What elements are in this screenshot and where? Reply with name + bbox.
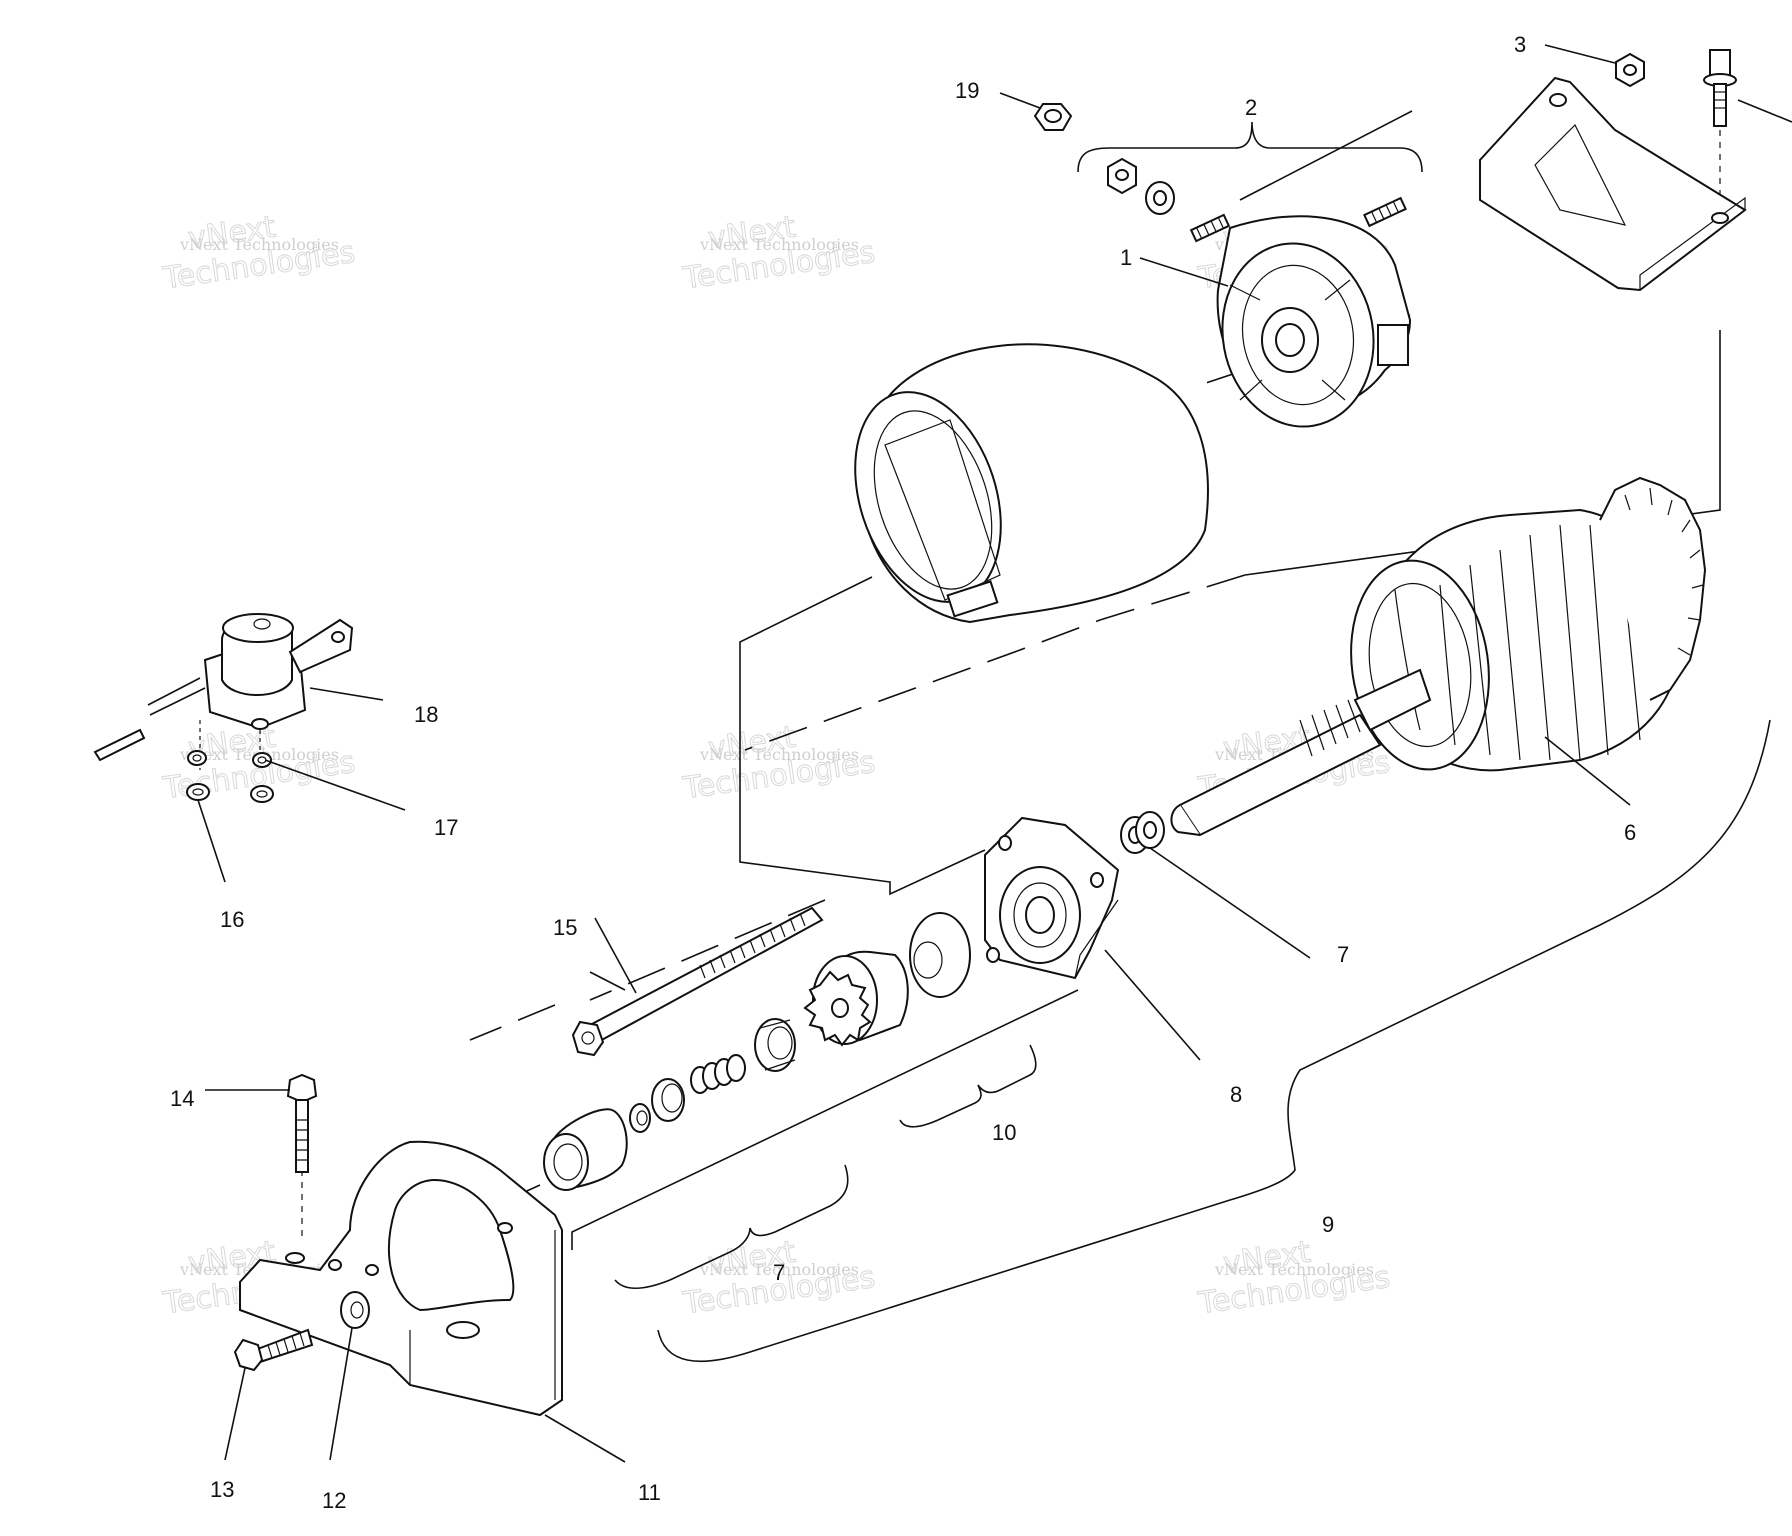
washers-7-upper bbox=[1120, 811, 1165, 854]
drive-pinion-10 bbox=[803, 950, 909, 1047]
nuts-17 bbox=[187, 750, 272, 768]
watermark-small-2: vNext Technologies bbox=[699, 235, 859, 254]
watermark-5: vNext vNext Technologies Technologies bbox=[680, 719, 878, 807]
watermark-2: vNext vNext Technologies Technologies bbox=[680, 209, 878, 297]
watermark-1: vNext vNext Technologies Technologies bbox=[160, 209, 358, 297]
callout-14: 14 bbox=[170, 1086, 194, 1111]
leader-11 bbox=[544, 1414, 626, 1463]
solenoid-18 bbox=[93, 613, 354, 770]
leader-12 bbox=[329, 1327, 353, 1461]
callout-12: 12 bbox=[322, 1488, 346, 1513]
armature-6 bbox=[1170, 476, 1707, 837]
drive-cup bbox=[909, 912, 971, 998]
spring-retainer bbox=[629, 1078, 685, 1133]
callout-labels: 19 2 3 1 6 7 8 9 10 7 11 12 13 14 15 16 … bbox=[170, 32, 1636, 1513]
watermark-layer: vNext vNext Technologies Technologies vN… bbox=[160, 209, 1393, 1322]
assembly-line-frame-right bbox=[1244, 330, 1721, 576]
pinion-collar bbox=[754, 1018, 796, 1072]
leader-7-upper bbox=[1149, 847, 1311, 959]
brace-7-lower bbox=[614, 1164, 849, 1290]
leader-3 bbox=[1544, 44, 1616, 64]
callout-15: 15 bbox=[553, 915, 577, 940]
leader-15 bbox=[594, 917, 637, 994]
leader-19 bbox=[999, 92, 1041, 109]
bolt-13 bbox=[233, 1328, 314, 1372]
callout-2: 2 bbox=[1245, 95, 1257, 120]
bolt-14 bbox=[286, 1073, 318, 1173]
callout-7-lower: 7 bbox=[773, 1260, 785, 1285]
leader-15-stub bbox=[589, 971, 626, 991]
leader-1 bbox=[1139, 257, 1229, 287]
assembly-line-lower bbox=[571, 989, 1079, 1250]
callout-6: 6 bbox=[1624, 820, 1636, 845]
callout-8: 8 bbox=[1230, 1082, 1242, 1107]
end-cap-1 bbox=[1216, 215, 1412, 428]
brace-10 bbox=[899, 1044, 1037, 1128]
callout-19: 19 bbox=[955, 78, 979, 103]
callout-7-upper: 7 bbox=[1337, 942, 1349, 967]
bushing bbox=[543, 1108, 628, 1191]
callout-17: 17 bbox=[434, 815, 458, 840]
nut-3 bbox=[1615, 52, 1645, 88]
watermark-small-5: vNext Technologies bbox=[699, 745, 859, 764]
assembly-line-left-frame bbox=[739, 576, 986, 896]
watermark-small-1: vNext Technologies bbox=[179, 235, 339, 254]
watermark-small-8: vNext Technologies bbox=[699, 1260, 859, 1279]
leader-6 bbox=[1544, 736, 1631, 806]
drive-end-plate-8 bbox=[984, 816, 1120, 980]
leader-lines bbox=[197, 44, 1631, 1463]
hardware-group-2 bbox=[1107, 157, 1407, 243]
leader-18 bbox=[309, 687, 384, 701]
leader-16 bbox=[197, 799, 226, 883]
pinion-spring bbox=[690, 1054, 746, 1094]
brace-9 bbox=[657, 719, 1771, 1362]
callout-16: 16 bbox=[220, 907, 244, 932]
callout-13: 13 bbox=[210, 1477, 234, 1502]
washer-12 bbox=[340, 1291, 370, 1329]
callout-3: 3 bbox=[1514, 32, 1526, 57]
callout-18: 18 bbox=[414, 702, 438, 727]
callout-1: 1 bbox=[1120, 245, 1132, 270]
bolt-top-right bbox=[1703, 49, 1792, 127]
mounting-bracket-top bbox=[1479, 76, 1747, 292]
leader-8 bbox=[1104, 949, 1201, 1061]
watermark-9: vNext vNext Technologies Technologies bbox=[1195, 1234, 1393, 1322]
bolt-axis-line bbox=[1239, 110, 1413, 201]
nut-19 bbox=[1033, 103, 1073, 131]
thru-bolt-15 bbox=[571, 906, 824, 1057]
brace-2 bbox=[1077, 121, 1423, 173]
callout-9: 9 bbox=[1322, 1212, 1334, 1237]
motor-housing bbox=[854, 343, 1209, 624]
mounting-bracket-11 bbox=[239, 1140, 563, 1417]
callout-11: 11 bbox=[638, 1480, 661, 1505]
callout-10: 10 bbox=[992, 1120, 1016, 1145]
thru-bolt-axis bbox=[469, 899, 826, 1041]
watermark-small-9: vNext Technologies bbox=[1214, 1260, 1374, 1279]
leader-17 bbox=[264, 759, 406, 811]
leader-13 bbox=[224, 1367, 246, 1461]
